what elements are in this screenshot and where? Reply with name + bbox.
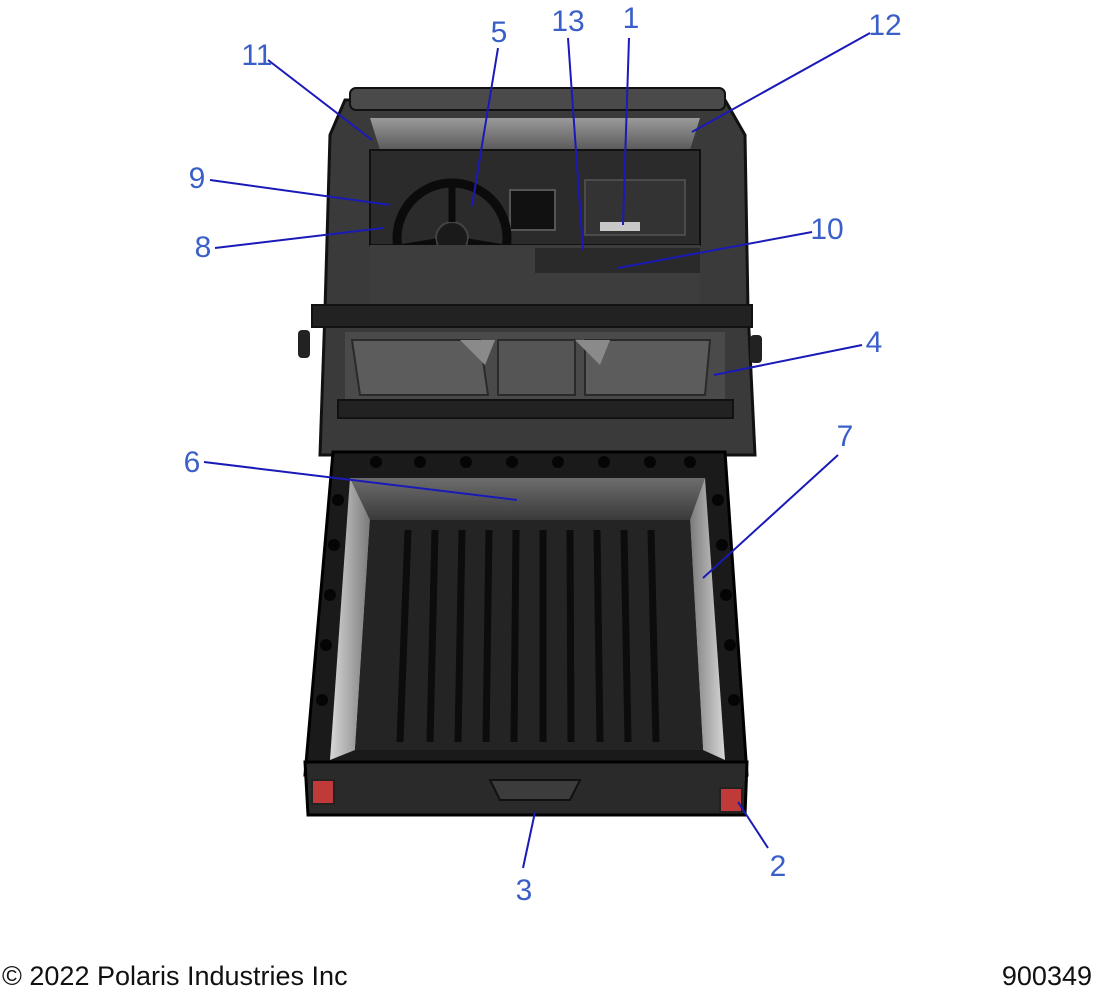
leader-6 — [203, 461, 518, 501]
cargo-bed-ribs — [396, 529, 660, 743]
leader-8 — [214, 227, 384, 249]
rear-crossbar — [337, 399, 734, 419]
callout-6: 6 — [184, 446, 201, 479]
callout-7: 7 — [837, 420, 854, 453]
callout-9: 9 — [189, 162, 206, 195]
cargo-bed-right-wall — [690, 478, 725, 760]
leader-10 — [617, 231, 813, 269]
callout-4: 4 — [866, 326, 883, 359]
leader-7 — [702, 454, 839, 579]
leader-2 — [737, 801, 769, 849]
tailgate-handle — [488, 779, 582, 801]
seats — [345, 332, 725, 402]
callout-11: 11 — [241, 39, 272, 72]
right-mirror — [750, 335, 762, 363]
tail-light-right — [719, 787, 743, 813]
callout-8: 8 — [195, 231, 212, 264]
passenger-floor-mat — [535, 248, 700, 273]
glove-box-label — [600, 222, 640, 231]
cargo-bed-floor — [355, 520, 703, 750]
leader-3 — [522, 811, 536, 869]
leader-11 — [267, 59, 373, 141]
callout-10: 10 — [810, 213, 843, 246]
copyright-notice: © 2022 Polaris Industries Inc — [2, 961, 348, 991]
vehicle-illustration — [298, 87, 762, 817]
center-display — [509, 189, 556, 231]
callout-3: 3 — [516, 874, 533, 907]
callout-5: 5 — [491, 16, 508, 49]
cargo-bed-left-wall — [330, 478, 370, 760]
leader-1 — [622, 37, 630, 226]
stake-pockets — [316, 456, 740, 706]
leader-9 — [209, 179, 391, 206]
callout-1: 1 — [623, 2, 640, 35]
left-mirror — [298, 330, 310, 358]
leader-13 — [567, 37, 584, 251]
cab-crossbar — [311, 304, 753, 328]
leader-5 — [471, 47, 499, 207]
roof-visor — [349, 87, 726, 111]
callout-12: 12 — [868, 9, 901, 42]
callout-2: 2 — [770, 850, 787, 883]
diagram-number: 900349 — [1001, 961, 1092, 991]
leader-12 — [691, 32, 871, 133]
windshield — [370, 118, 700, 150]
leader-lines — [203, 32, 871, 869]
tail-light-left — [311, 779, 335, 805]
cargo-bed-front-wall — [350, 478, 705, 520]
leader-4 — [713, 344, 863, 376]
callout-numbers: 1 2 3 4 5 6 7 8 9 10 11 12 13 — [184, 2, 902, 907]
callout-13: 13 — [551, 5, 584, 38]
